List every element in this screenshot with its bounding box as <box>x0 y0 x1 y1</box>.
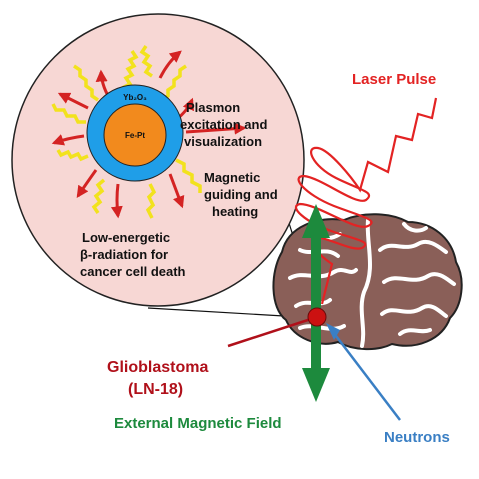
glioblastoma-label: Glioblastoma <box>107 359 208 376</box>
red-arrow <box>185 122 247 135</box>
yellow-zigzags <box>51 45 202 219</box>
magnetic-line-1: Magnetic <box>204 170 260 185</box>
magnetic-label: Magnetic guiding and heating <box>204 170 278 219</box>
zigzag <box>73 64 99 102</box>
tumor-pointer <box>227 316 315 348</box>
red-arrow <box>57 92 89 110</box>
laser-pulse-label: Laser Pulse <box>352 71 436 88</box>
brain-fold <box>359 218 372 348</box>
radiation-line-3: cancer cell death <box>80 264 186 279</box>
zigzag <box>51 103 86 124</box>
brain-fold <box>288 268 358 280</box>
cell-line-label: (LN-18) <box>128 381 183 398</box>
brain <box>272 213 463 350</box>
laser-wave <box>294 97 438 305</box>
field-label: External Magnetic Field <box>114 415 282 432</box>
plasmon-line-1: Plasmon <box>186 100 240 115</box>
brain-folds <box>288 218 456 348</box>
zigzag <box>145 183 157 219</box>
shell-label: Yb₂O₃ <box>123 93 147 102</box>
plasmon-label: Plasmon excitation and visualization <box>180 100 267 149</box>
radiation-line-1: Low-energetic <box>82 230 170 245</box>
red-arrow <box>110 183 123 219</box>
core-label: Fe-Pt <box>125 131 145 140</box>
brain-fold <box>378 239 448 254</box>
brain-fold <box>380 304 448 318</box>
zigzag <box>56 149 89 162</box>
magnetic-line-3: heating <box>212 204 258 219</box>
zigzag <box>175 158 202 193</box>
field-shaft <box>311 228 321 378</box>
brain-fold <box>298 324 346 331</box>
laser-pulse <box>294 97 438 305</box>
radiation-line-2: β-radiation for <box>80 247 168 262</box>
zigzag <box>91 178 106 214</box>
tumor-dot <box>307 307 327 327</box>
core-fept <box>103 103 167 167</box>
zigzag <box>139 45 153 78</box>
field-arrowhead-down <box>302 368 330 402</box>
red-arrow <box>158 50 182 79</box>
red-arrow <box>76 169 98 198</box>
brain-fold <box>402 222 428 233</box>
magnetic-line-2: guiding and <box>204 187 278 202</box>
magnetic-field-arrow <box>302 204 330 402</box>
neutrons-label: Neutrons <box>384 429 450 446</box>
plasmon-line-2: excitation and <box>180 117 267 132</box>
brain-fold <box>398 328 432 336</box>
neutron-arrow <box>329 327 401 421</box>
red-arrow <box>168 173 185 209</box>
neutron-arrowhead <box>326 323 340 340</box>
radiation-label: Low-energetic β-radiation for cancer cel… <box>80 230 186 279</box>
field-arrowhead-up <box>302 204 330 238</box>
brain-fold <box>382 272 456 286</box>
red-arrow <box>51 134 85 146</box>
plasmon-line-3: visualization <box>184 134 262 149</box>
zigzag <box>161 64 187 102</box>
